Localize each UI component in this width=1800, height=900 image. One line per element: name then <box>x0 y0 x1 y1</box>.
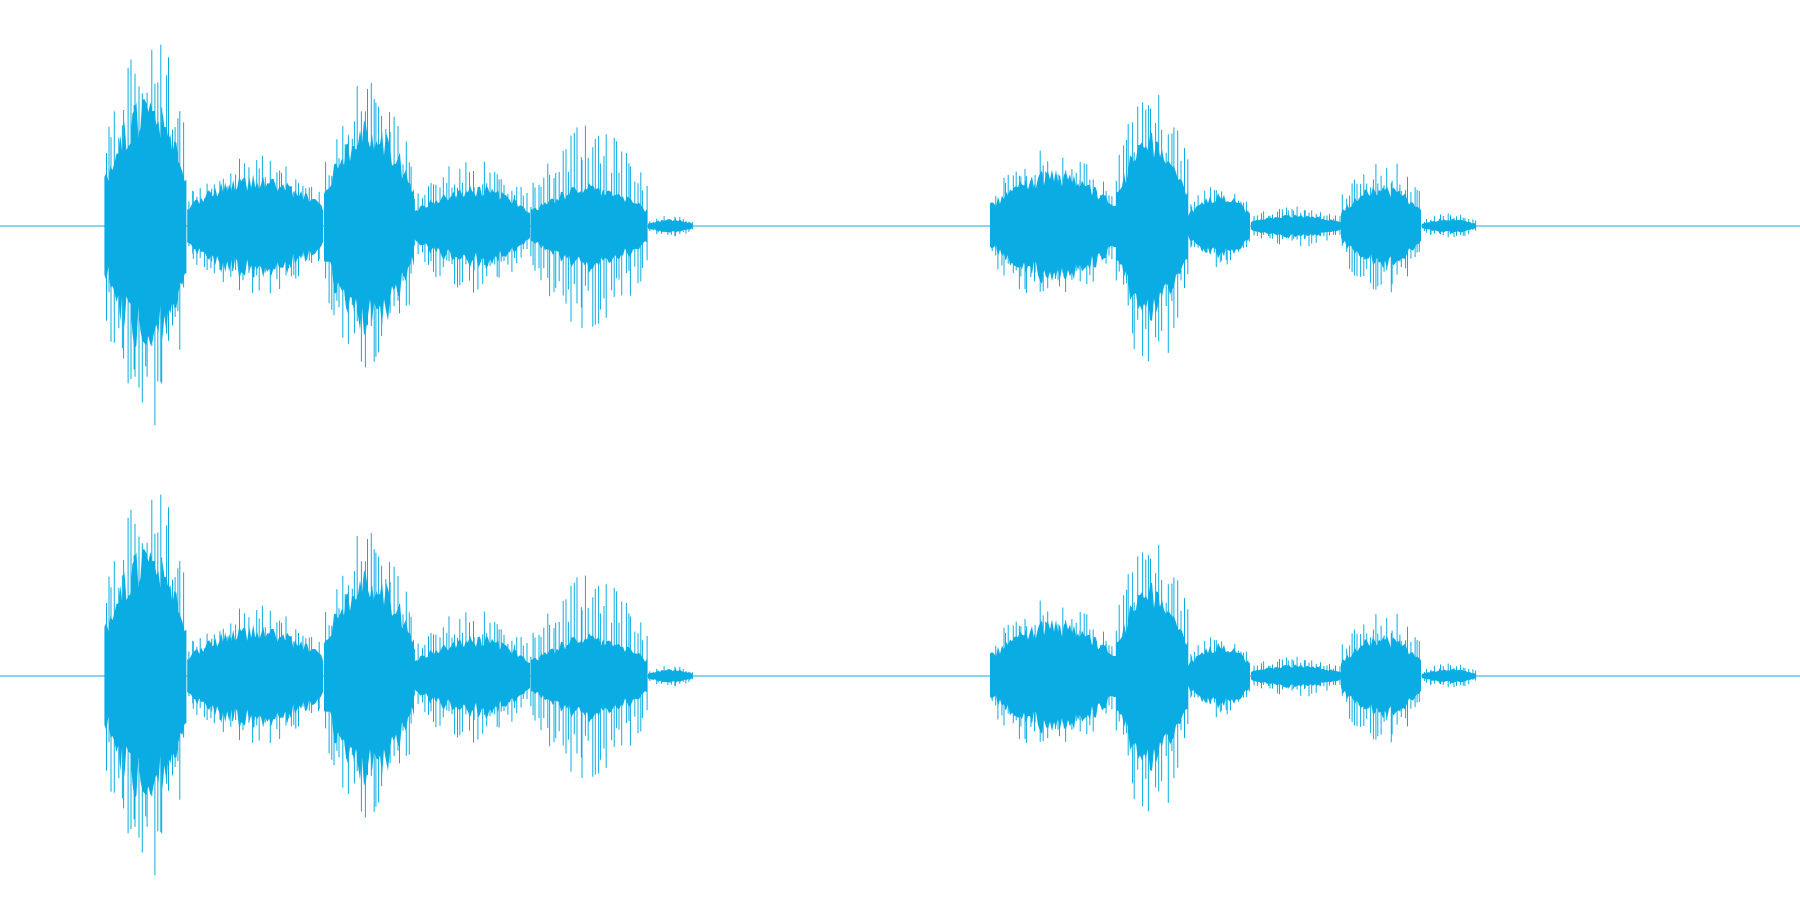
waveform-envelope <box>1251 214 1341 238</box>
waveform-envelope <box>187 174 324 280</box>
waveform-envelope <box>187 624 324 730</box>
waveform-envelope <box>531 183 647 273</box>
channel-1-track <box>0 44 1800 426</box>
waveform-envelope <box>324 120 414 336</box>
waveform-envelope <box>531 633 647 723</box>
waveform-envelope <box>1251 664 1341 688</box>
channel-2-track <box>0 494 1800 876</box>
waveform-envelope <box>648 669 692 683</box>
waveform-envelope <box>648 219 692 233</box>
waveform-envelope <box>1422 669 1476 684</box>
waveform-envelope <box>324 570 414 786</box>
waveform-envelope <box>1422 219 1476 234</box>
waveform-envelope <box>990 619 1116 735</box>
waveform-envelope <box>990 169 1116 285</box>
